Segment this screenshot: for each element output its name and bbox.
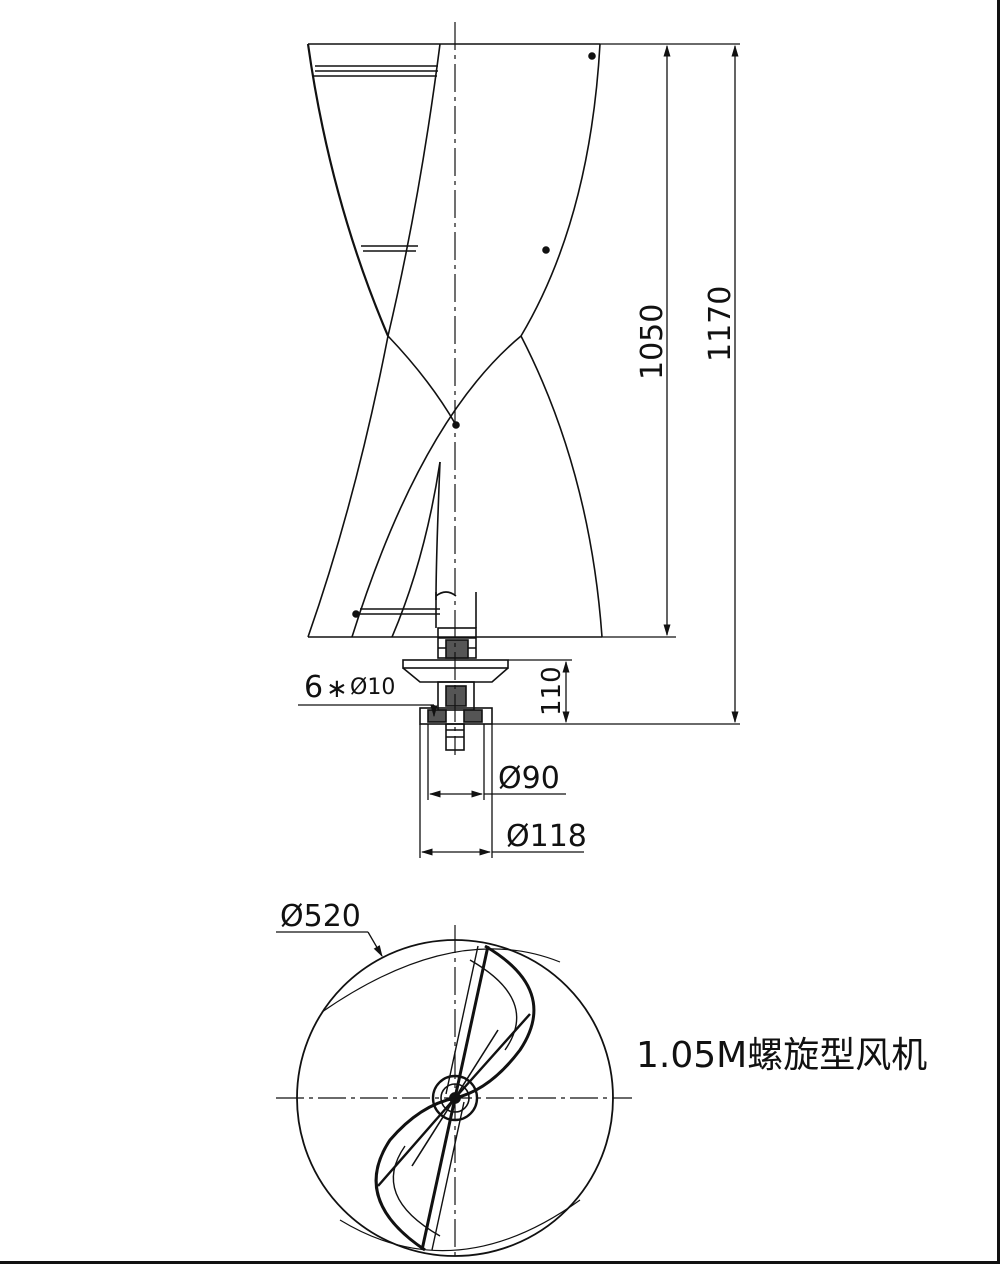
blade-left-upper [306, 43, 390, 337]
blade-right-upper [520, 43, 601, 337]
blade-left-upper-inner [387, 43, 441, 337]
dim-1170: 1170 [703, 286, 738, 362]
dim-phi-90: Ø90 [498, 761, 560, 796]
dim-110: 110 [537, 666, 567, 716]
blade-right-lower [520, 335, 603, 638]
blade-inner-lower [391, 461, 441, 638]
blade-top-upper [454, 944, 536, 1100]
hub-hatch [445, 639, 469, 659]
dim-bolt-diameter: Ø10 [350, 675, 395, 700]
dim-phi-520: Ø520 [280, 899, 361, 934]
blade-cross-lower [351, 335, 522, 638]
height-dimensions [492, 43, 740, 725]
diameter-dimensions [419, 724, 584, 858]
dim-1050: 1050 [635, 304, 670, 380]
side-view [306, 43, 603, 751]
dim-bolt-count: 6 [304, 670, 323, 705]
blade-left-lower-outer [307, 335, 389, 638]
rotor-diameter-leader [276, 931, 383, 958]
blade-top-lower [374, 1096, 456, 1252]
drawing-title: 1.05M螺旋型风机 [636, 1035, 928, 1076]
dim-phi-118: Ø118 [506, 819, 587, 854]
hub-lower [437, 681, 475, 711]
bolt-leader [298, 704, 438, 718]
dim-bolt-mark: ∗ [326, 674, 348, 704]
